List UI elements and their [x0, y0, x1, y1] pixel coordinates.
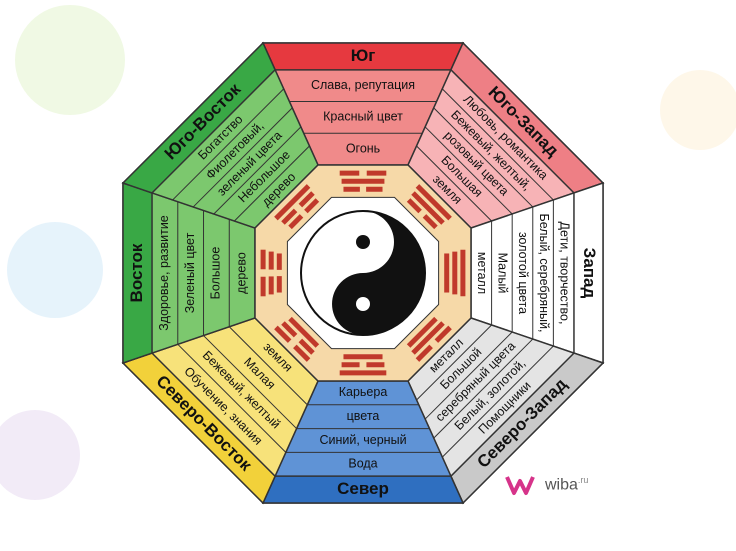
sector-east — [122, 181, 256, 365]
zone-line-west: золотой цвета — [516, 232, 530, 314]
trigram-icon — [274, 184, 320, 230]
sector-southeast — [121, 41, 319, 229]
trigram-icon — [274, 316, 320, 362]
wiba-logo-icon — [505, 476, 535, 495]
zone-line-west: Белый, серебряный, — [537, 214, 551, 333]
direction-label-east: Восток — [127, 243, 146, 302]
zone-line-north: Синий, черный — [319, 433, 406, 447]
zone-line-south: Огонь — [346, 141, 380, 155]
zone-line-east: Большое — [209, 247, 223, 300]
zone-line-west: металл — [475, 252, 489, 294]
trigram-icon — [260, 249, 282, 297]
trigram-icon — [444, 249, 466, 297]
trigram-icon — [406, 184, 452, 230]
zone-line-north: Вода — [348, 457, 377, 471]
trigram-icon — [339, 354, 387, 376]
zone-line-east: дерево — [234, 252, 248, 294]
logo-text: wiba.ru — [545, 475, 589, 494]
sector-south — [261, 42, 465, 166]
zone-line-south: Красный цвет — [323, 110, 403, 124]
yin-yang-icon — [300, 210, 426, 336]
direction-label-south: Юг — [351, 46, 376, 65]
zone-line-west: Малый — [496, 253, 510, 294]
sector-southwest — [407, 41, 605, 229]
zone-line-east: Здоровье, развитие — [157, 215, 171, 331]
trigram-icon — [339, 170, 387, 192]
direction-label-north: Север — [337, 479, 389, 498]
zone-line-north: Карьера — [339, 385, 388, 399]
trigram-icon — [406, 316, 452, 362]
zone-line-south: Слава, репутация — [311, 78, 415, 92]
zone-line-north: цвета — [347, 409, 380, 423]
direction-label-west: Запад — [580, 248, 599, 299]
zone-line-east: Зеленый цвет — [183, 232, 197, 313]
wiba-logo: wiba.ru — [505, 472, 588, 498]
zone-line-west: Дети, творчество, — [557, 222, 571, 325]
